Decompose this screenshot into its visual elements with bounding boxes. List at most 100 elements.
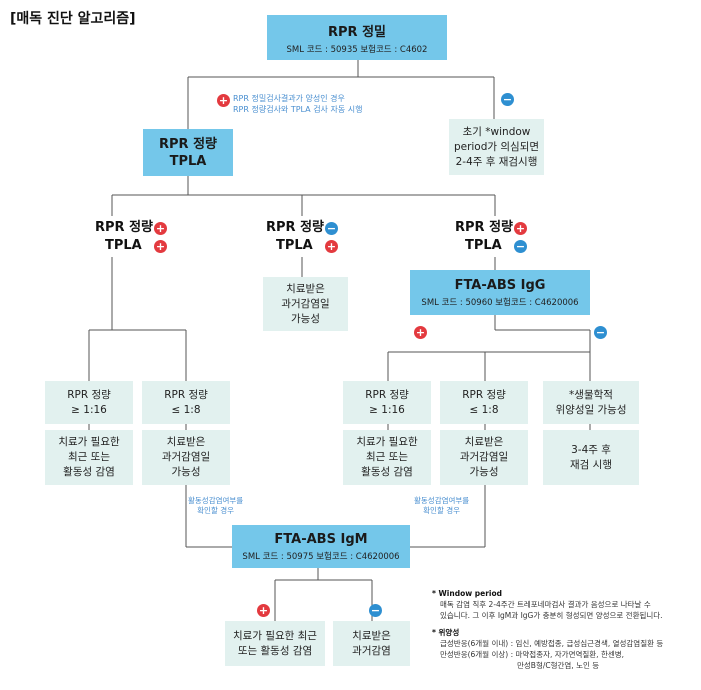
box-line: RPR 정량 (365, 388, 409, 401)
box-line: 최근 또는 (366, 451, 408, 463)
minus-icon: − (594, 326, 607, 339)
retest-box: 3-4주 후 재검 시행 (543, 430, 639, 485)
box-line: 치료받은 (166, 436, 206, 448)
branch-line: RPR 정량 (266, 220, 324, 235)
box-line: *생물학적 (569, 388, 613, 401)
branch-line: TPLA (276, 238, 313, 253)
footnotes: * Window period 매독 감염 직후 2-4주간 트레포네마검사 결… (432, 588, 697, 671)
box-line: 가능성 (171, 466, 201, 478)
box-line: ≥ 1:16 (369, 403, 405, 416)
fta-igg-code: SML 코드 : 50960 보험코드 : C4620006 (421, 297, 579, 308)
box-line: 과거감염 (352, 644, 391, 657)
fta-igg-title: FTA-ABS IgG (454, 277, 546, 293)
right-titer-high-box: RPR 정량 ≥ 1:16 (343, 381, 431, 424)
plus-icon: + (514, 222, 527, 235)
fta-igm-code: SML 코드 : 50975 보험코드 : C4620006 (242, 551, 400, 562)
right-result-high-box: 치료가 필요한 최근 또는 활동성 감염 (343, 430, 431, 485)
box-line: 가능성 (291, 312, 320, 325)
note-line: RPR 정밀검사결과가 양성인 경우 (233, 94, 345, 103)
plus-icon: + (154, 222, 167, 235)
footnote-line: 있습니다. 그 이후 IgM과 IgG가 충분히 형성되면 양성으로 전환됩니다… (440, 611, 663, 620)
box-line: 치료가 필요한 (356, 436, 418, 448)
box-line: 위양성일 가능성 (555, 403, 627, 416)
minus-icon: − (501, 93, 514, 106)
branch-1-label: RPR 정량 TPLA (95, 219, 153, 255)
rpr-precision-code: SML 코드 : 50935 보험코드 : C4602 (286, 44, 428, 55)
box-line: RPR 정량 (67, 388, 111, 401)
box-line: 치료가 필요한 (58, 436, 120, 448)
past-infection-box: 치료받은 과거감염일 가능성 (263, 277, 348, 331)
box-line: period가 의심되면 (453, 140, 540, 153)
plus-icon: + (154, 240, 167, 253)
igm-note-right: 활동성감염여부를 확인할 경우 (414, 496, 469, 516)
box-line: 재검 시행 (570, 458, 612, 471)
box-line: 치료받은 (464, 436, 504, 448)
plus-icon: + (414, 326, 427, 339)
page-title: [매독 진단 알고리즘] (10, 11, 136, 27)
fta-abs-igg-box: FTA-ABS IgG SML 코드 : 50960 보험코드 : C46200… (410, 270, 590, 315)
box-line: 또는 활동성 감염 (237, 644, 313, 657)
box-line: 치료받은 (286, 282, 325, 295)
box-line: 2-4주 후 재검시행 (455, 155, 538, 168)
branch-line: TPLA (465, 238, 502, 253)
plus-icon: + (257, 604, 270, 617)
plus-icon: + (217, 94, 230, 107)
rpr-precision-box: RPR 정밀 SML 코드 : 50935 보험코드 : C4602 (267, 15, 447, 60)
box-line: RPR 정량 (164, 388, 208, 401)
box-line: ≥ 1:16 (71, 403, 107, 416)
branch-line: RPR 정량 (455, 220, 513, 235)
box-line: TPLA (169, 153, 207, 169)
minus-icon: − (325, 222, 338, 235)
fta-igm-title: FTA-ABS IgM (274, 531, 368, 547)
box-line: 과거감염일 (281, 297, 330, 310)
final-positive-box: 치료가 필요한 최근 또는 활동성 감염 (225, 621, 325, 666)
box-line: 치료받은 (352, 629, 391, 642)
footnote-line: 만성반응(6개월 이상) : 마약접종자, 자가면역질환, 한센병, (440, 650, 625, 659)
branch-2-label: RPR 정량 TPLA (266, 219, 324, 255)
branch-3-label: RPR 정량 TPLA (455, 219, 513, 255)
box-line: 초기 *window (462, 125, 531, 138)
box-line: RPR 정량 (462, 388, 506, 401)
minus-icon: − (369, 604, 382, 617)
box-line: 과거감염일 (459, 451, 509, 463)
plus-icon: + (325, 240, 338, 253)
note-line: RPR 정량검사와 TPLA 검사 자동 시행 (233, 105, 363, 114)
branch-line: RPR 정량 (95, 220, 153, 235)
note-line: 확인할 경우 (423, 506, 461, 515)
igm-note-left: 활동성감염여부를 확인할 경우 (188, 496, 243, 516)
box-line: 3-4주 후 (571, 443, 611, 456)
note-line: 확인할 경우 (197, 506, 235, 515)
minus-icon: − (514, 240, 527, 253)
footnote-line: 만성B형/C형간염, 노인 등 (517, 661, 600, 670)
window-period-title: * Window period (432, 589, 503, 598)
false-positive-title: * 위양성 (432, 628, 460, 637)
right-result-low-box: 치료받은 과거감염일 가능성 (440, 430, 528, 485)
biological-false-positive-box: *생물학적 위양성일 가능성 (543, 381, 639, 424)
window-period-box: 초기 *window period가 의심되면 2-4주 후 재검시행 (449, 119, 544, 175)
box-line: ≤ 1:8 (171, 403, 201, 416)
box-line: RPR 정량 (159, 136, 217, 152)
note-line: 활동성감염여부를 (414, 496, 470, 505)
fta-abs-igm-box: FTA-ABS IgM SML 코드 : 50975 보험코드 : C46200… (232, 525, 410, 568)
left-titer-high-box: RPR 정량 ≥ 1:16 (45, 381, 133, 424)
right-titer-low-box: RPR 정량 ≤ 1:8 (440, 381, 528, 424)
footnote-line: 급성반응(6개월 이내) : 임신, 예방접종, 급성심근경색, 열성감염질환 … (440, 639, 664, 648)
box-line: 최근 또는 (68, 451, 110, 463)
rpr-precision-title: RPR 정밀 (328, 24, 386, 40)
note-line: 활동성감염여부를 (188, 496, 244, 505)
left-titer-low-box: RPR 정량 ≤ 1:8 (142, 381, 230, 424)
rpr-quant-tpla-box: RPR 정량 TPLA (143, 129, 233, 176)
box-line: 활동성 감염 (63, 466, 115, 478)
branch-line: TPLA (105, 238, 142, 253)
box-line: 가능성 (469, 466, 499, 478)
box-line: ≤ 1:8 (469, 403, 499, 416)
final-negative-box: 치료받은 과거감염 (333, 621, 410, 666)
auto-test-note: RPR 정밀검사결과가 양성인 경우 RPR 정량검사와 TPLA 검사 자동 … (233, 93, 362, 115)
left-result-high-box: 치료가 필요한 최근 또는 활동성 감염 (45, 430, 133, 485)
box-line: 치료가 필요한 최근 (233, 629, 317, 642)
footnote-line: 매독 감염 직후 2-4주간 트레포네마검사 결과가 음성으로 나타날 수 (440, 600, 651, 609)
box-line: 활동성 감염 (361, 466, 413, 478)
box-line: 과거감염일 (161, 451, 211, 463)
left-result-low-box: 치료받은 과거감염일 가능성 (142, 430, 230, 485)
